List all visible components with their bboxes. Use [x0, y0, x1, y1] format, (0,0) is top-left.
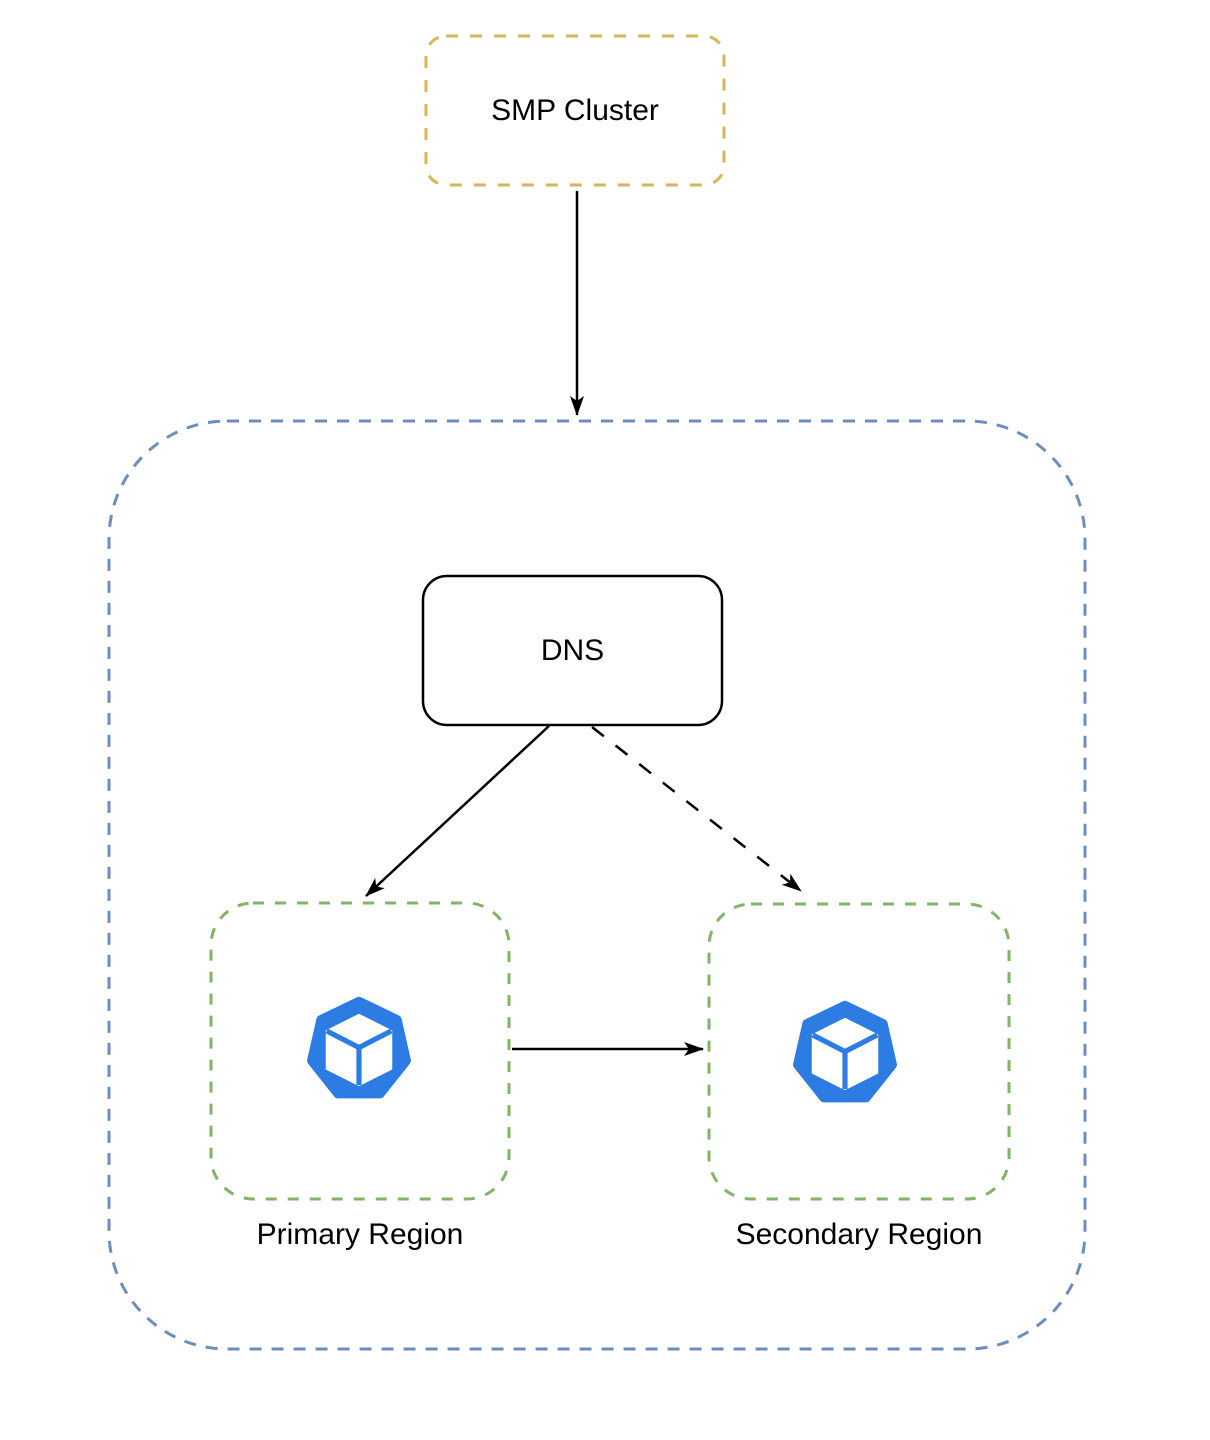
dns-box[interactable]	[421, 574, 724, 727]
region-container-box[interactable]	[107, 419, 1087, 1351]
edge-dns-to-primary	[365, 725, 550, 897]
edge-dns-to-secondary	[591, 726, 802, 892]
secondary-cluster-heptagon-cube-icon	[793, 1000, 897, 1103]
smp-cluster-box[interactable]	[424, 34, 726, 187]
primary-cluster-heptagon-cube-icon	[307, 996, 411, 1099]
